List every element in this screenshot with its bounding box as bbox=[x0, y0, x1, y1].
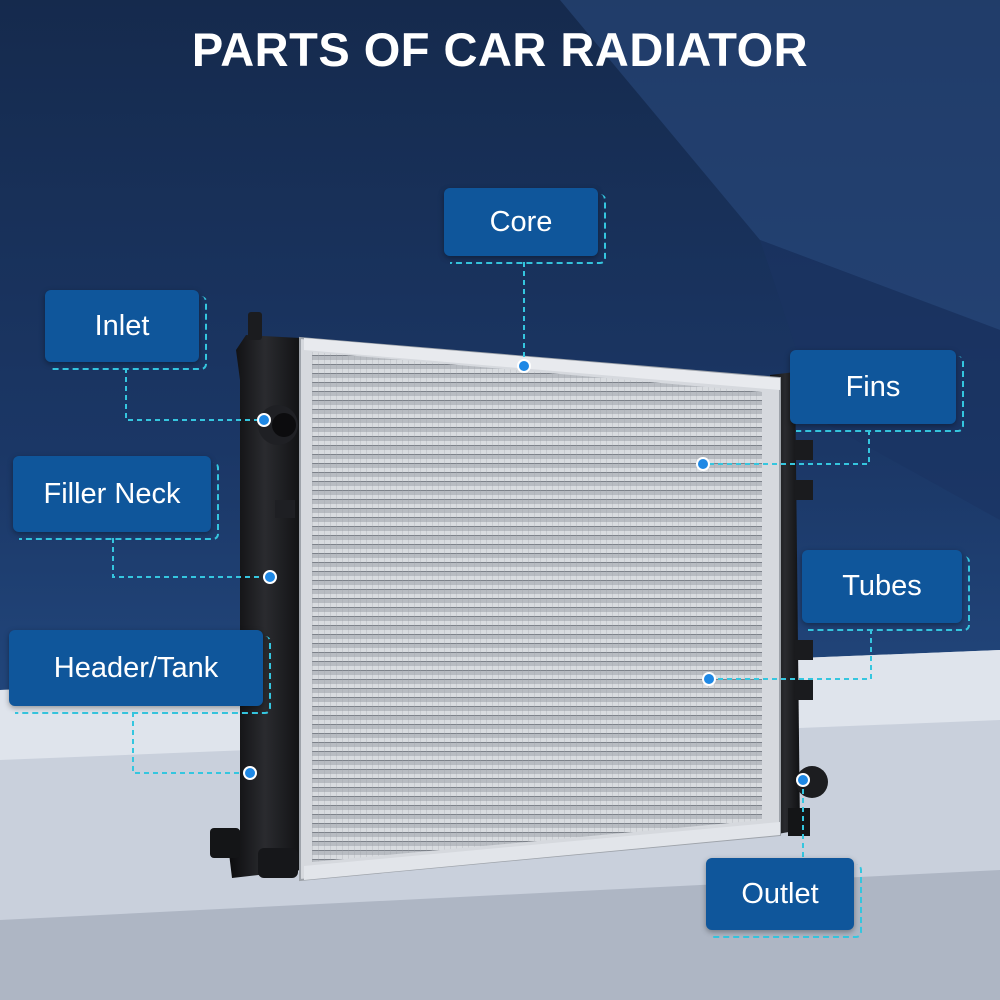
tubes-marker bbox=[702, 672, 716, 686]
tubes-label: Tubes bbox=[802, 550, 962, 623]
inlet-label-frame bbox=[51, 296, 207, 370]
fins-label: Fins bbox=[790, 350, 956, 424]
filler-neck-marker bbox=[263, 570, 277, 584]
core-label-frame bbox=[450, 194, 606, 264]
outlet-label-frame bbox=[712, 864, 862, 938]
inlet-label: Inlet bbox=[45, 290, 199, 362]
fins-marker bbox=[696, 457, 710, 471]
fins-label-frame bbox=[796, 356, 964, 432]
filler-neck-label-frame bbox=[19, 462, 219, 540]
header-tank-marker bbox=[243, 766, 257, 780]
core-top-plate bbox=[304, 338, 780, 390]
outlet-label: Outlet bbox=[706, 858, 854, 930]
filler-neck-label: Filler Neck bbox=[13, 456, 211, 532]
core-fins bbox=[312, 352, 762, 862]
header-tank-label-frame bbox=[15, 636, 271, 714]
inlet-marker bbox=[257, 413, 271, 427]
leader-lines bbox=[112, 262, 872, 866]
outlet-marker bbox=[796, 773, 810, 787]
core-bottom-plate bbox=[304, 822, 780, 880]
page-title: PARTS OF CAR RADIATOR bbox=[191, 23, 809, 76]
core-label: Core bbox=[444, 188, 598, 256]
marker-dots bbox=[243, 359, 810, 787]
core-marker bbox=[517, 359, 531, 373]
left-tank bbox=[210, 312, 302, 878]
tubes-label-frame bbox=[808, 556, 970, 631]
header-tank-label: Header/Tank bbox=[9, 630, 263, 706]
